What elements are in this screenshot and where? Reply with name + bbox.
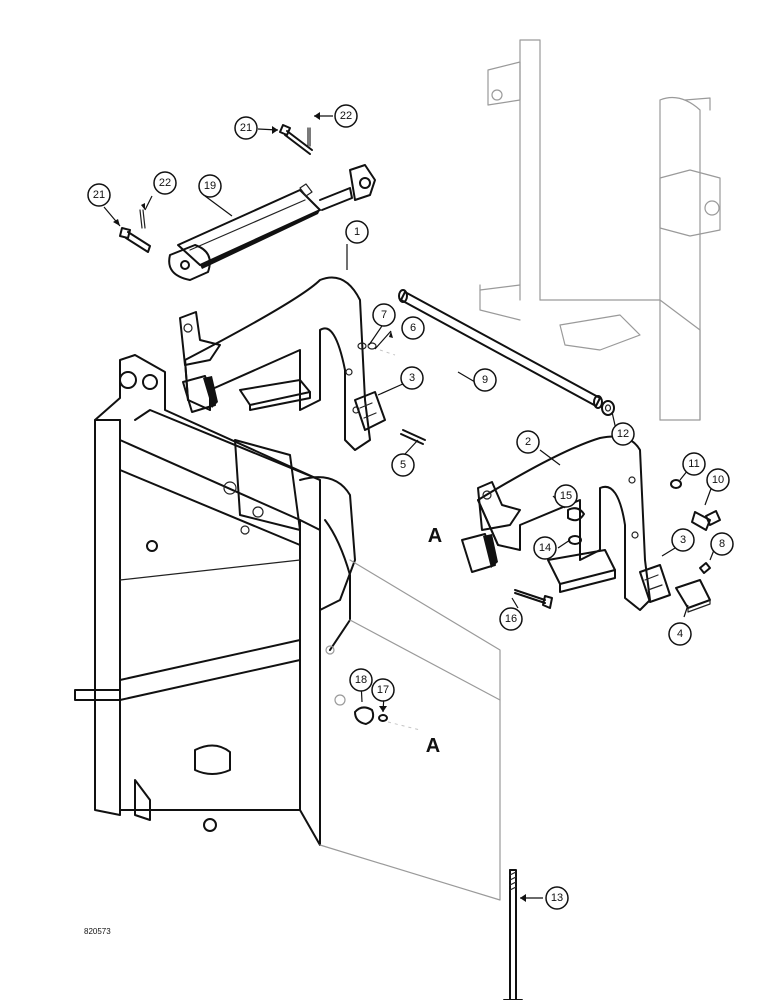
upper-pin-set <box>279 124 313 155</box>
callout-22: 22 <box>334 104 358 128</box>
callout-circle <box>516 430 540 454</box>
callout-number: 17 <box>377 684 389 696</box>
small-hardware <box>354 342 721 1000</box>
callout-number: 2 <box>525 436 531 448</box>
alignment-lines <box>379 349 421 731</box>
mast-background <box>479 39 721 421</box>
callout-circle <box>372 303 396 327</box>
callout-number: 13 <box>551 892 563 904</box>
callout-21: 21 <box>87 183 111 207</box>
callout-number: 12 <box>617 428 629 440</box>
callout-circle <box>706 468 730 492</box>
callout-layer <box>103 112 719 902</box>
callout-6: 6 <box>401 316 425 340</box>
callout-circle <box>334 104 358 128</box>
callout-circle <box>345 220 369 244</box>
callout-circle <box>554 484 578 508</box>
main-frame <box>74 354 501 901</box>
callout-circle <box>545 886 569 910</box>
figure-number: 820573 <box>84 927 111 936</box>
shaft-9 <box>398 289 615 416</box>
bracket-2 <box>461 435 651 611</box>
callout-circle <box>473 368 497 392</box>
callout-number: 10 <box>712 474 724 486</box>
callout-21: 21 <box>234 116 258 140</box>
callout-circle <box>234 116 258 140</box>
callout-1: 1 <box>345 220 369 244</box>
callout-number: 19 <box>204 180 216 192</box>
callout-number: 7 <box>381 309 387 321</box>
callout-number: 22 <box>340 110 352 122</box>
callout-5: 5 <box>391 453 415 477</box>
callout-circle <box>533 536 557 560</box>
callout-circle <box>710 532 734 556</box>
callout-number: 9 <box>482 374 488 386</box>
callout-number: 1 <box>354 226 360 238</box>
callout-10: 10 <box>706 468 730 492</box>
bracket-1 <box>179 276 371 451</box>
callout-circle <box>401 316 425 340</box>
callout-8: 8 <box>710 532 734 556</box>
callout-circle <box>391 453 415 477</box>
callout-number: 15 <box>560 490 572 502</box>
callout-3: 3 <box>400 366 424 390</box>
callout-18: 18 <box>349 668 373 692</box>
callout-number: 3 <box>409 372 415 384</box>
callout-circle <box>499 607 523 631</box>
wear-pad-4 <box>675 579 711 613</box>
callout-number: 3 <box>680 534 686 546</box>
callout-number: 8 <box>719 538 725 550</box>
callout-number: 4 <box>677 628 683 640</box>
callout-7: 7 <box>372 303 396 327</box>
callout-number: 16 <box>505 613 517 625</box>
callout-number: 21 <box>93 189 105 201</box>
callout-circle <box>671 528 695 552</box>
callout-number: 21 <box>240 122 252 134</box>
callout-number: 14 <box>539 542 551 554</box>
callout-circle <box>682 452 706 476</box>
callout-14: 14 <box>533 536 557 560</box>
callout-17: 17 <box>371 678 395 702</box>
callout-circle <box>349 668 373 692</box>
hydraulic-cylinder <box>168 164 376 281</box>
callout-circle <box>400 366 424 390</box>
view-letter-a-upper: A <box>428 525 442 547</box>
wear-pad-3-upper <box>354 391 386 431</box>
callout-number: 11 <box>688 458 699 470</box>
callout-number: 22 <box>159 177 171 189</box>
callout-circle <box>611 422 635 446</box>
callout-circle <box>198 174 222 198</box>
callout-circle <box>87 183 111 207</box>
callout-12: 12 <box>611 422 635 446</box>
callout-22: 22 <box>153 171 177 195</box>
callout-19: 19 <box>198 174 222 198</box>
callout-2: 2 <box>516 430 540 454</box>
callout-number: 5 <box>400 459 406 471</box>
left-pin-set <box>119 209 151 253</box>
callout-circle <box>153 171 177 195</box>
callout-11: 11 <box>682 452 706 476</box>
callout-15: 15 <box>554 484 578 508</box>
callout-9: 9 <box>473 368 497 392</box>
callout-circle <box>371 678 395 702</box>
callout-4: 4 <box>668 622 692 646</box>
callout-3: 3 <box>671 528 695 552</box>
callout-circle <box>668 622 692 646</box>
callout-13: 13 <box>545 886 569 910</box>
callout-number: 18 <box>355 674 367 686</box>
view-letter-a-lower: A <box>426 735 440 757</box>
wear-pad-3-lower <box>639 564 671 603</box>
callout-number: 6 <box>410 322 416 334</box>
callout-16: 16 <box>499 607 523 631</box>
